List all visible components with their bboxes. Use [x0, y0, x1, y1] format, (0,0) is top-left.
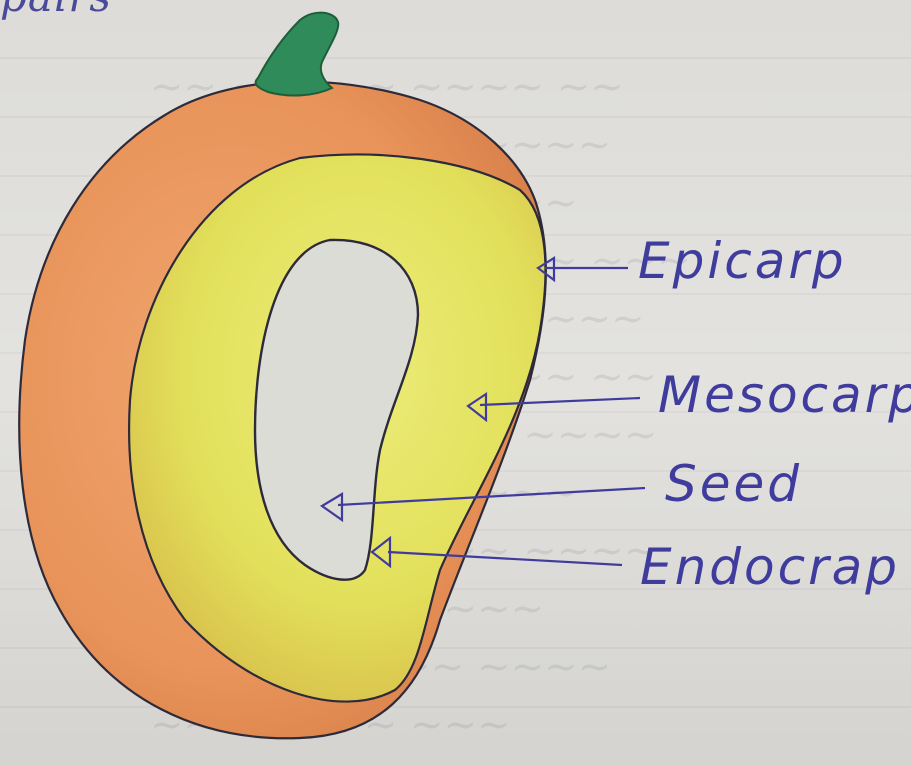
epicarp-label: Epicarp	[638, 232, 847, 290]
endocarp-label: Endocrap	[640, 538, 900, 596]
stalk-shape	[256, 13, 339, 96]
mesocarp-label: Mesocarp	[658, 366, 911, 424]
seed-label: Seed	[665, 455, 802, 513]
